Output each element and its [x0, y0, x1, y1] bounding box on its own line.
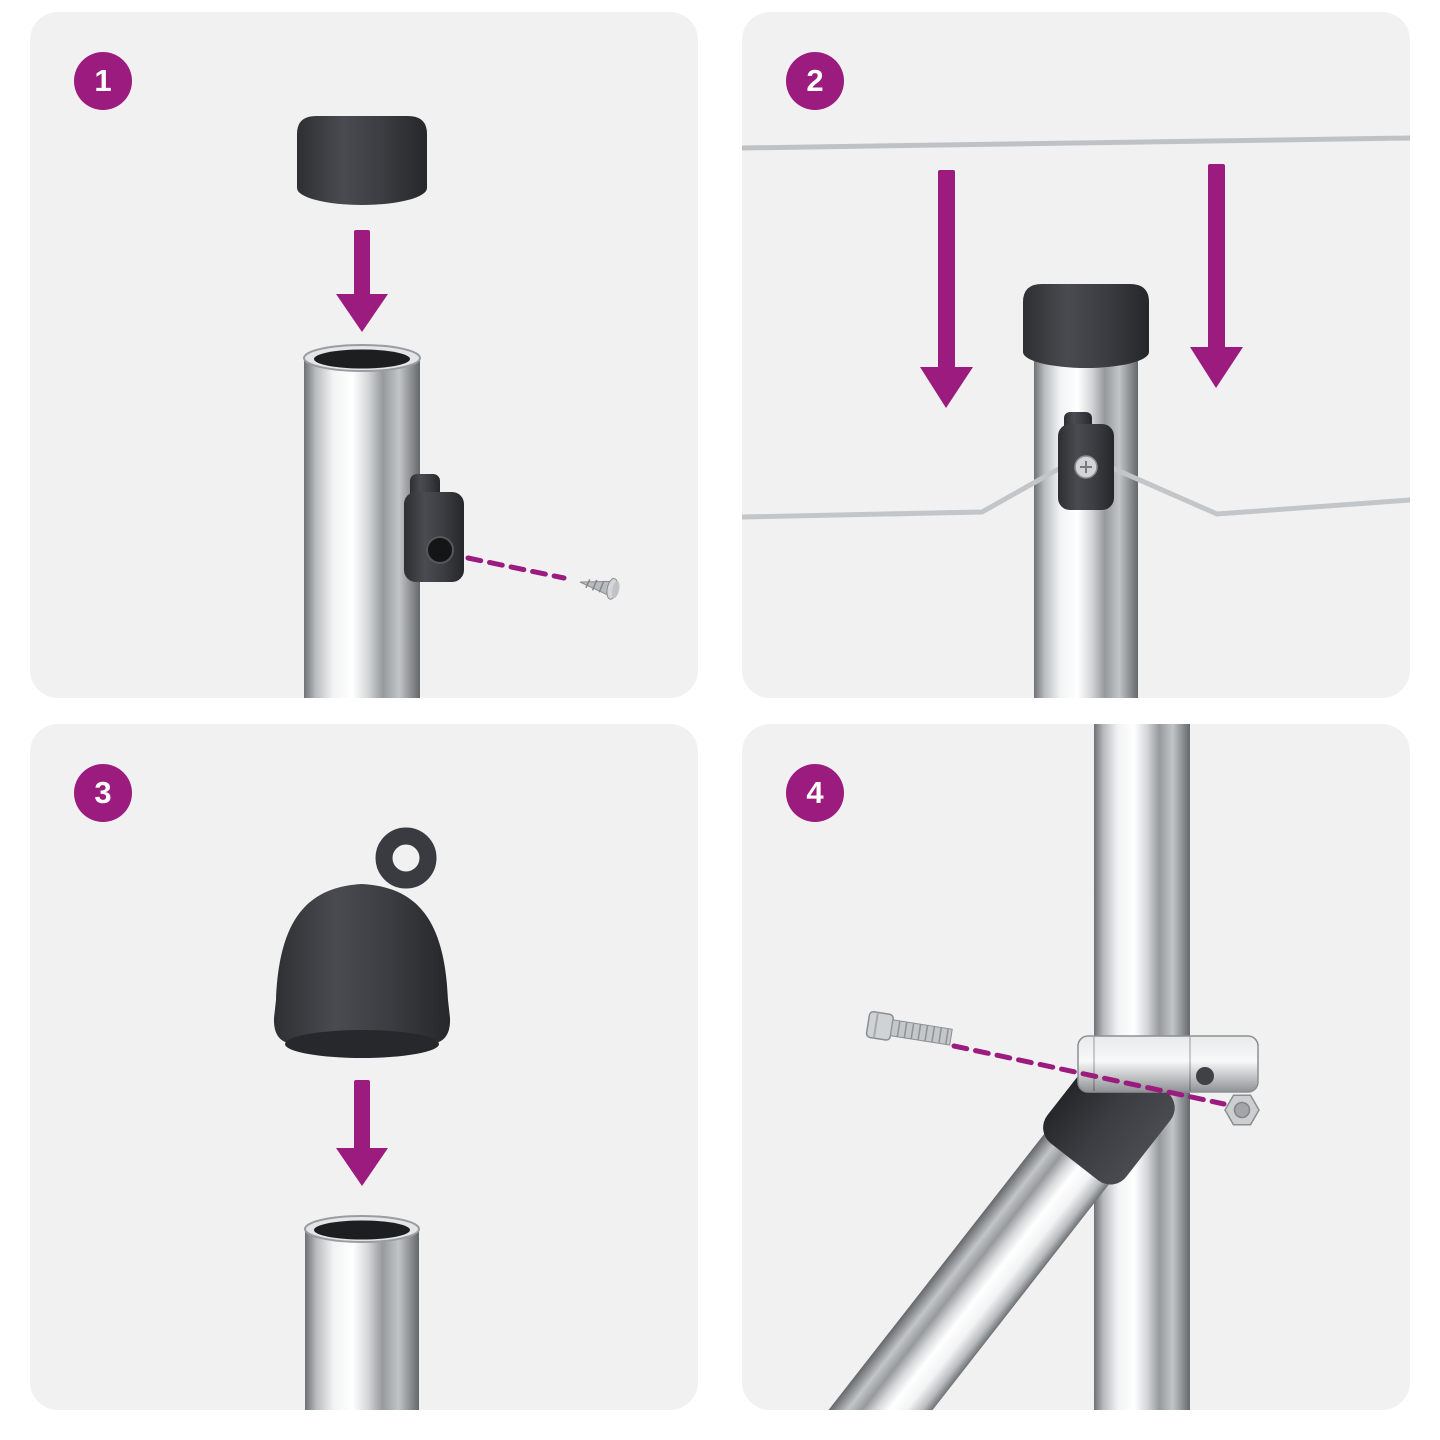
illustration-step-3: [273, 827, 451, 1410]
clamp-hole: [1196, 1067, 1214, 1085]
down-arrow-icon-left: [920, 170, 973, 408]
clamp: [1077, 1035, 1259, 1093]
bolt-icon: [865, 1010, 953, 1046]
step-panel-2: 2: [742, 12, 1410, 698]
dashed-guide-line: [951, 1043, 1227, 1107]
nut-icon: [1224, 1094, 1260, 1126]
step-panel-3: 3: [30, 724, 698, 1410]
post-cap: [297, 116, 427, 205]
metal-post: [303, 344, 421, 698]
down-arrow-icon: [336, 1080, 388, 1186]
wire-clip: [1058, 412, 1114, 510]
down-arrow-icon: [336, 230, 388, 332]
eyelet-ring-icon: [375, 827, 437, 889]
step-panel-4: 4: [742, 724, 1410, 1410]
step-badge-1: 1: [74, 52, 132, 110]
post-cap: [1023, 284, 1149, 368]
wire-clip: [404, 474, 464, 582]
illustration-step-1: [297, 116, 620, 698]
metal-post: [304, 1215, 420, 1410]
tension-wire-lower: [742, 464, 1410, 520]
metal-post: [1034, 352, 1138, 698]
dashed-guide-line: [465, 555, 567, 581]
step-badge-4: 4: [786, 764, 844, 822]
step-badge-3: 3: [74, 764, 132, 822]
eyelet-cap: [273, 827, 451, 1058]
step-badge-2: 2: [786, 52, 844, 110]
tension-wire-top: [742, 135, 1410, 151]
down-arrow-icon-right: [1190, 164, 1243, 388]
screw-icon: [579, 578, 620, 600]
step-panel-1: 1: [30, 12, 698, 698]
illustration-step-4: [824, 724, 1260, 1410]
illustration-step-2: [742, 135, 1410, 698]
